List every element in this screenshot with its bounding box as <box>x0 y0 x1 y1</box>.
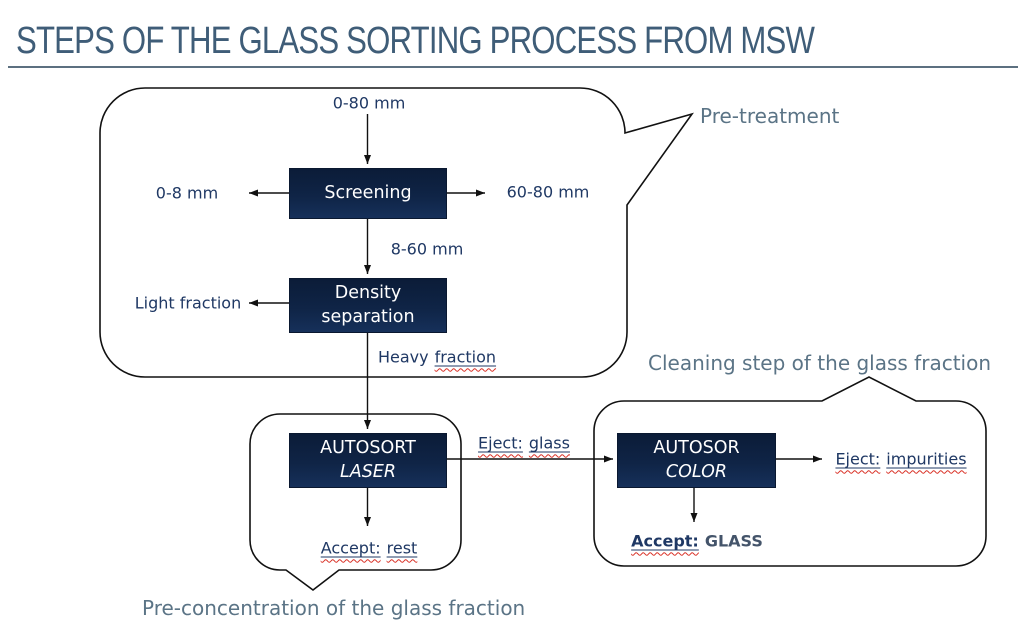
rest-word: rest <box>386 538 418 558</box>
label-input-0-80mm: 0-80 mm <box>332 93 406 113</box>
impurities-word: impurities <box>886 449 967 469</box>
rest-word-squiggle: rest <box>387 539 418 558</box>
density-box-line2: separation <box>321 306 415 327</box>
accept-word2-squiggle: Accept: <box>631 532 699 551</box>
label-midsize-8-60mm: 8-60 mm <box>390 239 464 259</box>
eject-word2: Eject: <box>835 449 881 469</box>
screening-box: Screening <box>289 168 447 219</box>
autosort-box-line2: LASER <box>339 461 397 482</box>
eject-word2-squiggle: Eject: <box>835 450 880 469</box>
label-accept-glass: Accept: GLASS <box>631 532 763 551</box>
autosort-box-line1: AUTOSORT <box>320 437 416 458</box>
autosort-laser-box: AUTOSORT LASER <box>289 433 447 488</box>
label-accept-rest: Accept: rest <box>321 539 418 558</box>
eject-word: Eject: <box>478 433 523 453</box>
label-eject-impurities: Eject: impurities <box>835 450 966 469</box>
fraction-word-squiggle: fraction <box>435 348 496 367</box>
page-title: STEPS OF THE GLASS SORTING PROCESS FROM … <box>16 20 815 62</box>
heavy-word: Heavy <box>377 347 429 367</box>
glass-word-squiggle: glass <box>529 434 570 453</box>
label-oversize-60-80mm: 60-80 mm <box>506 182 590 202</box>
caption-cleaning-step: Cleaning step of the glass fraction <box>648 351 992 375</box>
glass-caps-word: GLASS <box>704 531 763 551</box>
density-separation-box: Density separation <box>289 278 447 333</box>
autosor-box-line1: AUTOSOR <box>653 437 740 458</box>
label-heavy-fraction: Heavy fraction <box>378 348 496 367</box>
title-divider <box>8 66 1018 68</box>
fraction-word: fraction <box>434 347 497 367</box>
density-box-line1: Density <box>334 282 402 303</box>
accept-word2: Accept: <box>631 531 699 551</box>
accept-word: Accept: <box>320 538 381 558</box>
autosor-box-line2: COLOR <box>665 461 728 482</box>
accept-word-squiggle: Accept: <box>321 539 381 558</box>
pretreatment-bubble <box>99 87 694 378</box>
label-eject-glass: Eject: glass <box>478 434 570 453</box>
screening-box-label: Screening <box>324 182 412 203</box>
impurities-word-squiggle: impurities <box>886 450 966 469</box>
caption-pretreatment: Pre-treatment <box>700 104 840 128</box>
eject-word-squiggle: Eject: <box>478 434 523 453</box>
label-undersize-0-8mm: 0-8 mm <box>155 183 219 203</box>
autosor-color-box: AUTOSOR COLOR <box>617 433 776 488</box>
label-light-fraction: Light fraction <box>134 293 242 313</box>
glass-word: glass <box>528 433 570 453</box>
caption-preconcentration: Pre-concentration of the glass fraction <box>142 596 526 620</box>
